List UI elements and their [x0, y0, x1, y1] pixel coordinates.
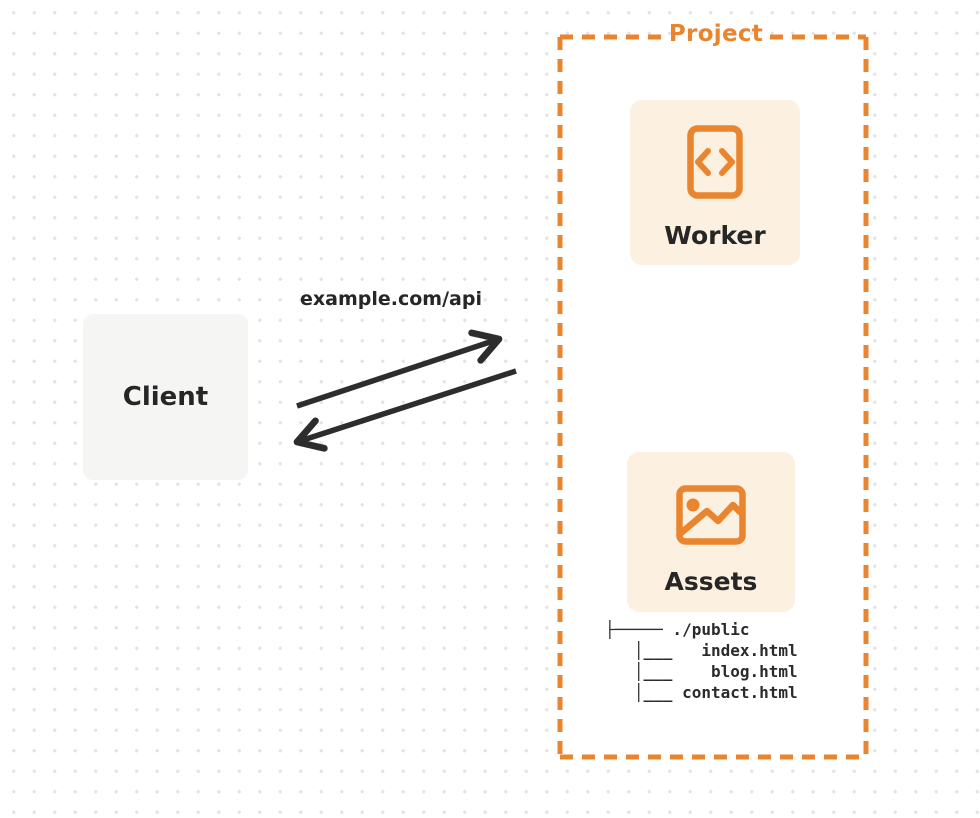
code-document-icon — [687, 125, 743, 199]
worker-node: Worker — [630, 100, 800, 265]
request-route-label: example.com/api — [300, 288, 482, 310]
file-tree: ├───── ./public │___ index.html │___ blo… — [605, 620, 798, 702]
project-label: Project — [668, 21, 764, 47]
worker-label: Worker — [664, 221, 766, 250]
image-icon — [676, 485, 746, 545]
assets-label: Assets — [664, 567, 758, 596]
request-arrow — [296, 329, 503, 409]
response-arrow — [293, 368, 517, 452]
project-boundary — [557, 34, 869, 760]
assets-node: Assets — [627, 452, 795, 612]
client-label: Client — [122, 382, 209, 412]
client-node: Client — [83, 314, 248, 480]
